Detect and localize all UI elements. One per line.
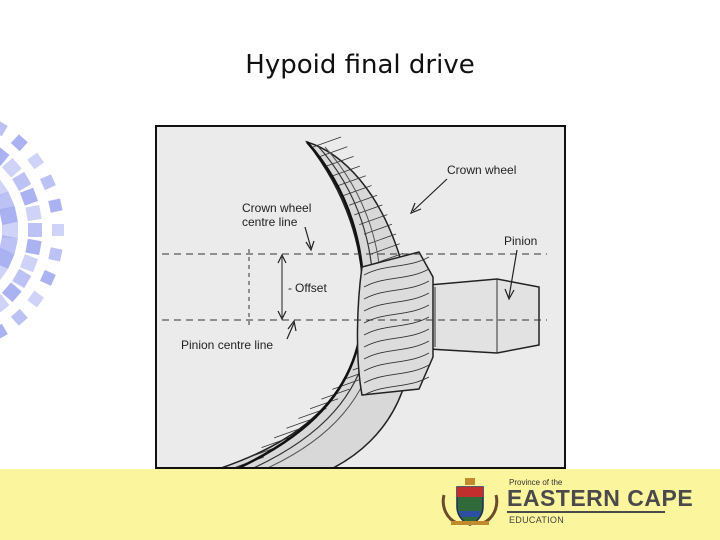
decorative-tile	[1, 157, 22, 178]
label-offset-dash: -	[288, 281, 292, 295]
decorative-tile	[19, 254, 39, 273]
footer-brand-underline	[507, 511, 665, 513]
slide-title: Hypoid final drive	[245, 50, 475, 80]
crown-wheel-leader	[412, 178, 448, 212]
label-crown-wheel-centre-line-2: centre line	[242, 215, 298, 229]
decorative-tile	[27, 152, 45, 170]
decorative-tile	[0, 235, 18, 254]
decorative-tile	[48, 247, 63, 262]
footer-province-line: Province of the	[509, 478, 563, 487]
footer-brand: EASTERN CAPE	[507, 485, 694, 511]
label-pinion: Pinion	[504, 234, 538, 248]
decorative-tile	[12, 268, 32, 289]
decorative-tile	[48, 198, 63, 213]
decorative-tile	[39, 269, 56, 286]
decorative-tile	[1, 282, 22, 303]
decorative-tile	[0, 146, 10, 166]
footer-band	[0, 469, 720, 540]
footer-department: EDUCATION	[509, 515, 565, 525]
label-offset: Offset	[295, 281, 327, 295]
pinion-gear	[356, 251, 434, 396]
decorative-tile	[10, 134, 28, 152]
decorative-tile	[27, 290, 45, 308]
pinion-centre-line-leader	[286, 322, 295, 340]
pinion-shaft	[428, 278, 540, 354]
hypoid-drive-diagram: Crown wheel Crown wheel centre line Pini…	[155, 125, 566, 469]
decorative-tile	[0, 206, 18, 225]
decorative-tile	[0, 259, 8, 283]
decorative-tile	[19, 187, 39, 206]
decorative-tile-arc	[0, 119, 64, 341]
gear-drawing	[162, 136, 547, 467]
decorative-tile	[25, 238, 42, 256]
label-crown-wheel-centre-line-1: Crown wheel	[242, 201, 312, 215]
crown-wheel-centre-line-leader	[304, 226, 312, 249]
decorative-tile	[0, 191, 15, 213]
decorative-tile	[28, 223, 42, 237]
pinion-leader	[508, 249, 518, 298]
label-pinion-centre-line: Pinion centre line	[181, 338, 274, 352]
label-crown-wheel: Crown wheel	[447, 163, 517, 177]
decorative-tile	[0, 247, 15, 269]
decorative-tile	[12, 171, 32, 192]
decorative-tile	[2, 222, 18, 238]
coat-of-arms-logo	[441, 478, 499, 526]
decorative-tile	[0, 294, 10, 314]
decorative-tile	[39, 174, 56, 191]
decorative-tile	[0, 323, 8, 341]
decorative-tile	[52, 224, 64, 236]
decorative-tile	[25, 204, 42, 222]
decorative-tile	[0, 119, 8, 137]
decorative-tile	[10, 308, 28, 326]
